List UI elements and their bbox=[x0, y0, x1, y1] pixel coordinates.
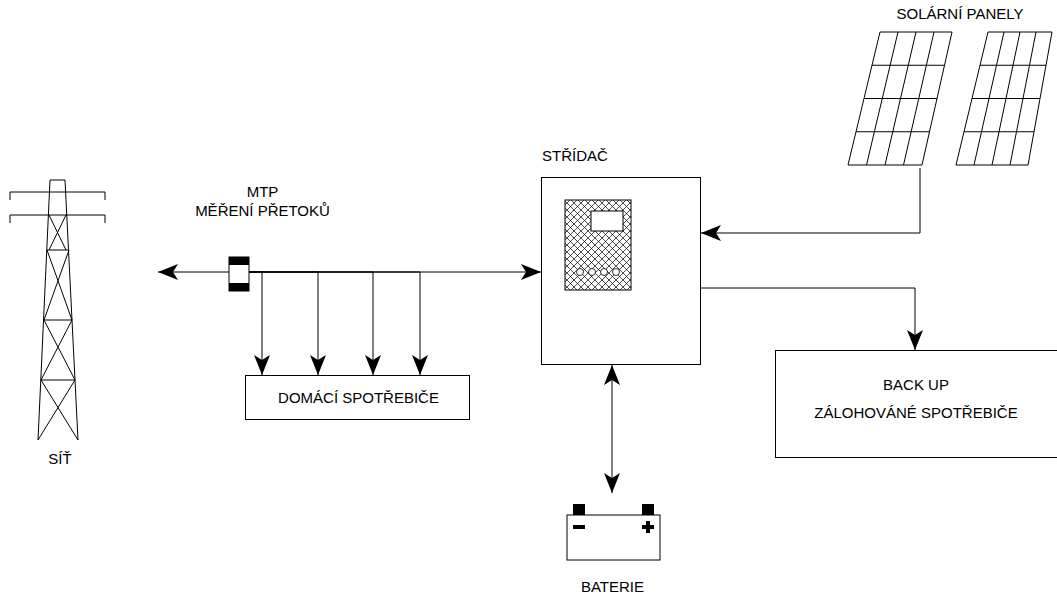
connector-arrow bbox=[249, 272, 318, 375]
connector-arrow bbox=[249, 272, 262, 375]
node-label: DOMÁCÍ SPOTŘEBIČE bbox=[246, 389, 471, 407]
process-box: DOMÁCÍ SPOTŘEBIČE bbox=[245, 375, 470, 420]
connector-arrow bbox=[158, 272, 229, 273]
node-label: SOLÁRNÍ PANELY bbox=[875, 5, 1045, 23]
inverter-display bbox=[565, 200, 631, 290]
battery: BATERIE bbox=[555, 493, 670, 598]
process-box: BACK UP ZÁLOHOVÁNÉ SPOTŘEBIČE bbox=[775, 350, 1057, 458]
solar-panels: SOLÁRNÍ PANELY bbox=[835, 5, 1055, 168]
meter-label: MTPMĚŘENÍ PŘETOKŮ bbox=[190, 183, 335, 293]
node-label: BACK UP bbox=[776, 376, 1056, 394]
flow-meter bbox=[229, 257, 249, 291]
node-label: MĚŘENÍ PŘETOKŮ bbox=[190, 202, 335, 220]
node-label: MTP bbox=[190, 183, 335, 201]
node-label: SÍŤ bbox=[8, 450, 112, 468]
grid-tower: SÍŤ bbox=[8, 178, 158, 478]
connector-arrow bbox=[701, 288, 915, 350]
connector-arrow bbox=[701, 168, 920, 233]
node-label: BATERIE bbox=[555, 578, 670, 596]
inverter-box: STŘÍDAČ bbox=[541, 177, 701, 365]
connector-arrow bbox=[249, 272, 373, 375]
power-tower bbox=[10, 180, 105, 440]
connector-arrow bbox=[249, 272, 420, 375]
node-label: STŘÍDAČ bbox=[542, 147, 626, 165]
battery-symbol bbox=[567, 504, 660, 560]
solar-panels bbox=[848, 32, 1052, 165]
connector-arrow bbox=[612, 365, 613, 493]
node-label: ZÁLOHOVÁNÉ SPOTŘEBIČE bbox=[776, 404, 1056, 422]
